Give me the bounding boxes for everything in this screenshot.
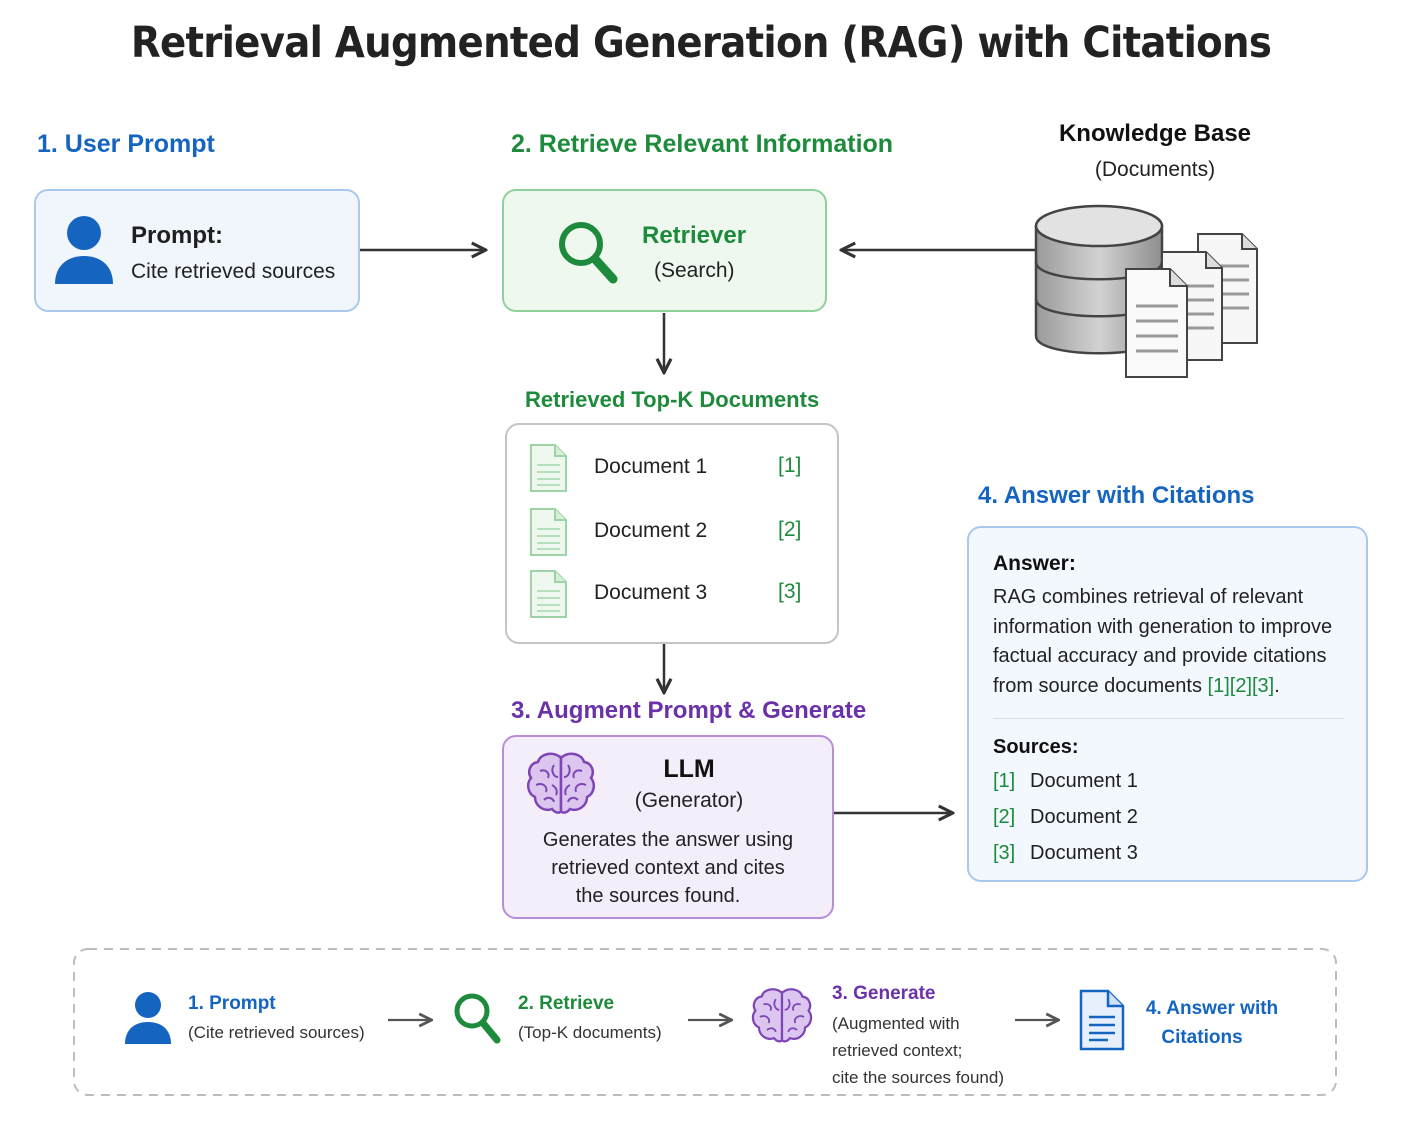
prompt-text: Cite retrieved sources	[131, 260, 336, 283]
document-icon	[530, 570, 567, 618]
source-cite: [2]	[993, 806, 1016, 828]
document-icon	[530, 444, 567, 492]
answer-text: RAG combines retrieval of relevant infor…	[993, 583, 1363, 701]
document-cite: [3]	[778, 580, 802, 603]
source-item: [2] Document 2	[993, 806, 1138, 829]
document-row-3: Document 3 [3]	[529, 569, 829, 619]
source-item: [3] Document 3	[993, 842, 1138, 865]
llm-desc-line: the sources found.	[575, 885, 741, 907]
llm-description: Generates the answer using retrieved con…	[504, 826, 832, 910]
summary-title: 4. Answer with	[1145, 998, 1279, 1019]
llm-label: LLM	[663, 755, 715, 783]
answer-period: .	[1274, 674, 1280, 697]
llm-desc-line: retrieved context and cites	[551, 857, 785, 879]
document-cite: [1]	[778, 454, 802, 477]
brain-icon	[751, 988, 813, 1043]
answer-line: factual accuracy and provide citations	[993, 645, 1327, 667]
source-cite: [3]	[993, 842, 1016, 864]
kb-doc-front	[1125, 268, 1188, 378]
llm-sub: (Generator)	[634, 789, 744, 812]
step3-heading: 3. Augment Prompt & Generate	[511, 697, 867, 724]
summary-sub: (Top-K documents)	[518, 1023, 662, 1042]
prompt-label: Prompt:	[131, 222, 223, 249]
kb-title: Knowledge Base	[1058, 120, 1252, 147]
document-row-2: Document 2 [2]	[529, 507, 829, 557]
search-icon	[559, 222, 618, 284]
source-item: [1] Document 1	[993, 770, 1138, 793]
summary-title: 3. Generate	[832, 983, 936, 1004]
summary-sub: (Cite retrieved sources)	[188, 1023, 365, 1042]
source-name: Document 2	[1030, 806, 1138, 828]
brain-icon	[526, 752, 596, 814]
topk-box: Document 1 [1] Document 2 [2] Document 3…	[505, 423, 839, 644]
retriever-sub: (Search)	[654, 259, 735, 282]
kb-sub: (Documents)	[1094, 158, 1216, 181]
summary-step-2: 2. Retrieve (Top-K documents)	[450, 988, 680, 1068]
summary-sub: retrieved context;	[832, 1041, 963, 1060]
step1-heading: 1. User Prompt	[37, 130, 215, 158]
summary-sub: (Augmented with	[832, 1014, 960, 1033]
llm-box: LLM (Generator) Generates the answer usi…	[502, 735, 834, 919]
document-name: Document 2	[594, 519, 708, 542]
document-icon	[530, 508, 567, 556]
topk-heading: Retrieved Top-K Documents	[525, 387, 820, 412]
answer-divider	[993, 718, 1344, 719]
summary-step-3: 3. Generate (Augmented with retrieved co…	[748, 978, 1018, 1093]
user-icon	[125, 992, 171, 1044]
database-icon	[1034, 204, 1258, 378]
summary-title-2: Citations	[1161, 1027, 1243, 1048]
page-title: Retrieval Augmented Generation (RAG) wit…	[130, 18, 1272, 68]
document-icon	[1079, 989, 1125, 1051]
answer-citations: [1][2][3]	[1207, 674, 1275, 697]
summary-title: 1. Prompt	[188, 993, 276, 1014]
prompt-box: Prompt: Cite retrieved sources	[34, 189, 360, 312]
search-icon	[454, 993, 501, 1044]
document-name: Document 1	[594, 455, 708, 478]
answer-line: information with generation to improve	[993, 615, 1333, 638]
retriever-box: Retriever (Search)	[502, 189, 827, 312]
document-cite: [2]	[778, 518, 802, 541]
answer-line: RAG combines retrieval of relevant	[993, 586, 1304, 608]
user-icon	[55, 216, 113, 284]
summary-frame	[73, 948, 1337, 1096]
summary-step-1: 1. Prompt (Cite retrieved sources)	[120, 988, 380, 1068]
document-row-1: Document 1 [1]	[529, 443, 829, 493]
source-name: Document 3	[1030, 842, 1138, 864]
llm-desc-line: Generates the answer using	[542, 829, 794, 851]
answer-line-text: from source documents	[993, 674, 1208, 697]
source-name: Document 1	[1030, 770, 1138, 792]
answer-line: from source documents [1][2][3].	[993, 672, 1363, 702]
source-cite: [1]	[993, 770, 1016, 792]
answer-box: Answer: RAG combines retrieval of releva…	[967, 526, 1368, 882]
answer-label: Answer:	[993, 552, 1076, 575]
document-name: Document 3	[594, 581, 708, 604]
summary-step-4: 4. Answer with Citations	[1078, 986, 1318, 1056]
retriever-label: Retriever	[642, 222, 747, 249]
summary-sub: cite the sources found)	[832, 1068, 1004, 1087]
summary-title: 2. Retrieve	[518, 993, 615, 1014]
step2-heading: 2. Retrieve Relevant Information	[511, 130, 894, 158]
step4-heading: 4. Answer with Citations	[978, 482, 1255, 509]
sources-label: Sources:	[993, 736, 1079, 758]
